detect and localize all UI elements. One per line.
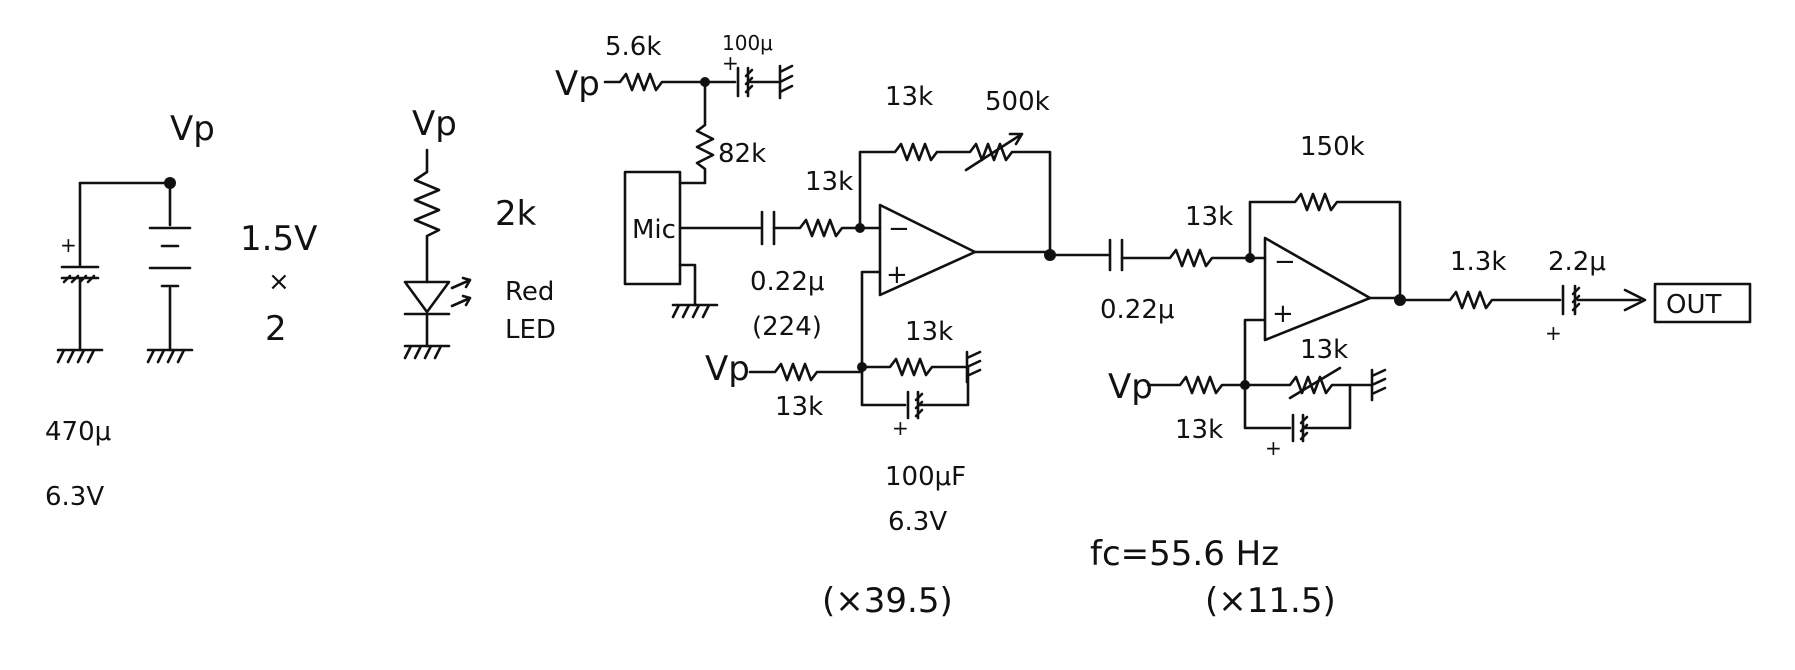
stage2-amplifier: 0.22μ 13k − + 150k Vp 13k 13k + fc=55.6 … [1048,132,1406,621]
battery-icon [148,226,192,288]
stage1-feedback-resistor-label: 13k [885,82,933,112]
stage1-feedback-network [858,142,1052,257]
supply-vp-label: Vp [170,109,215,149]
stage1-vp-label: Vp [705,349,750,389]
mic-bias-capacitor [736,66,754,98]
stage2-gain-label: (×11.5) [1205,581,1336,621]
mic-ground-icon [671,303,719,319]
mic-cap-ground-icon [778,64,794,100]
stage2-bias-cap-wire-left [1243,383,1292,430]
mic-cap-label: 100μ [722,31,773,55]
mic-vp-label: Vp [555,64,600,104]
stage2-coupling-capacitor [1108,238,1124,272]
stage2-bias-ground-icon [1370,368,1387,402]
stage1-input-resistor-label: 13k [805,167,853,197]
mic-label: Mic [632,215,676,245]
mic-ground-lead [678,263,697,307]
output-box [1653,282,1752,324]
output-section: 1.3k + 2.2μ OUT [1398,247,1752,345]
stage1-coupling-cap-code: (224) [752,312,822,342]
supply-cap-plus: + [60,233,77,257]
power-supply-section: Vp + 1.5V × 2 470μ 6.3V [45,109,317,512]
stage2-feedback-resistor-label: 150k [1300,132,1365,162]
output-arrow-icon [1623,288,1647,312]
stage1-bias-cap-wire-left [860,365,907,407]
supply-capacitor [60,265,100,284]
output-resistor [1398,290,1562,310]
supply-cap-voltage-label: 6.3V [45,482,104,512]
stage1-bias-resistor-left [748,362,864,382]
stage1-noninverting-wire [860,270,882,369]
mic-resistor-bias-label: 82k [718,139,766,169]
stage2-bias-resistor-left-label: 13k [1175,415,1223,445]
stage1-input-resistor [772,218,882,238]
mic-resistor-top [603,72,707,92]
led-resistor-label: 2k [495,194,537,234]
supply-cap-ground-icon [56,348,104,364]
battery-ground-icon [146,348,194,364]
led-name-line1: Red [505,277,554,307]
output-cap-label: 2.2μ [1548,247,1606,277]
battery-count-label: 2 [265,309,287,349]
stage1-bias-resistor-right-label: 13k [905,317,953,347]
led-section: Vp 2k Red LED [403,104,556,360]
stage1-bias-resistor-right [860,357,967,377]
stage1-opamp [878,203,977,297]
stage1-bias-cap-value-label: 100μF [885,462,966,492]
stage2-bias-cap-plus: + [1265,436,1282,460]
supply-top-wire [78,181,172,227]
stage1-pot-arrow [964,132,1024,172]
stage2-feedback-network [1248,192,1402,302]
stage2-bias-resistor-left [1146,375,1247,395]
stage1-bias-cap-voltage-label: 6.3V [888,507,947,537]
stage2-bias-resistor-mark [1288,366,1342,400]
mic-resistor-bias [678,80,715,185]
stage2-opamp-plus: + [1272,299,1294,329]
mic-cap-plus: + [722,51,739,75]
led-ground-icon [403,344,451,360]
stage1-coupling-capacitor [760,210,776,246]
led-resistor [413,148,441,284]
stage2-bias-cap-wire-right [1303,383,1352,430]
mic-resistor-top-label: 5.6k [605,32,661,62]
output-resistor-label: 1.3k [1450,247,1506,277]
output-capacitor [1561,284,1581,316]
stage2-bias-resistor-right-label: 13k [1300,335,1348,365]
stage2-opamp-minus: − [1274,247,1296,277]
stage1-feedback-pot-label: 500k [985,87,1050,117]
stage1-opamp-minus: − [888,214,910,244]
battery-voltage-label: 1.5V [240,219,317,259]
stage1-bias-cap-wire-right [918,365,970,407]
stage2-opamp [1263,236,1372,342]
stage2-cutoff-label: fc=55.6 Hz [1090,534,1279,574]
stage2-input-resistor-label: 13k [1185,202,1233,232]
led-vp-label: Vp [412,104,457,144]
battery-times-label: × [268,267,290,297]
led-name-line2: LED [505,315,556,345]
stage2-vp-label: Vp [1108,367,1153,407]
stage2-noninverting-wire [1243,318,1267,387]
stage1-amplifier: 13k 0.22μ (224) − + 13k 500k Vp 13k 13k … [705,82,1056,621]
output-cap-plus: + [1545,321,1562,345]
supply-cap-value-label: 470μ [45,417,111,447]
led-icon [403,276,472,316]
mic-bias-section: Vp 5.6k + 100μ 82k Mic [555,31,794,319]
output-label: OUT [1666,290,1721,320]
stage1-bias-resistor-left-label: 13k [775,392,823,422]
stage1-coupling-cap-label: 0.22μ [750,267,824,297]
stage1-opamp-plus: + [886,260,908,290]
stage2-input-resistor [1120,248,1267,268]
stage1-gain-label: (×39.5) [822,581,953,621]
stage2-coupling-cap-label: 0.22μ [1100,295,1174,325]
stage1-bias-cap-plus: + [892,416,909,440]
